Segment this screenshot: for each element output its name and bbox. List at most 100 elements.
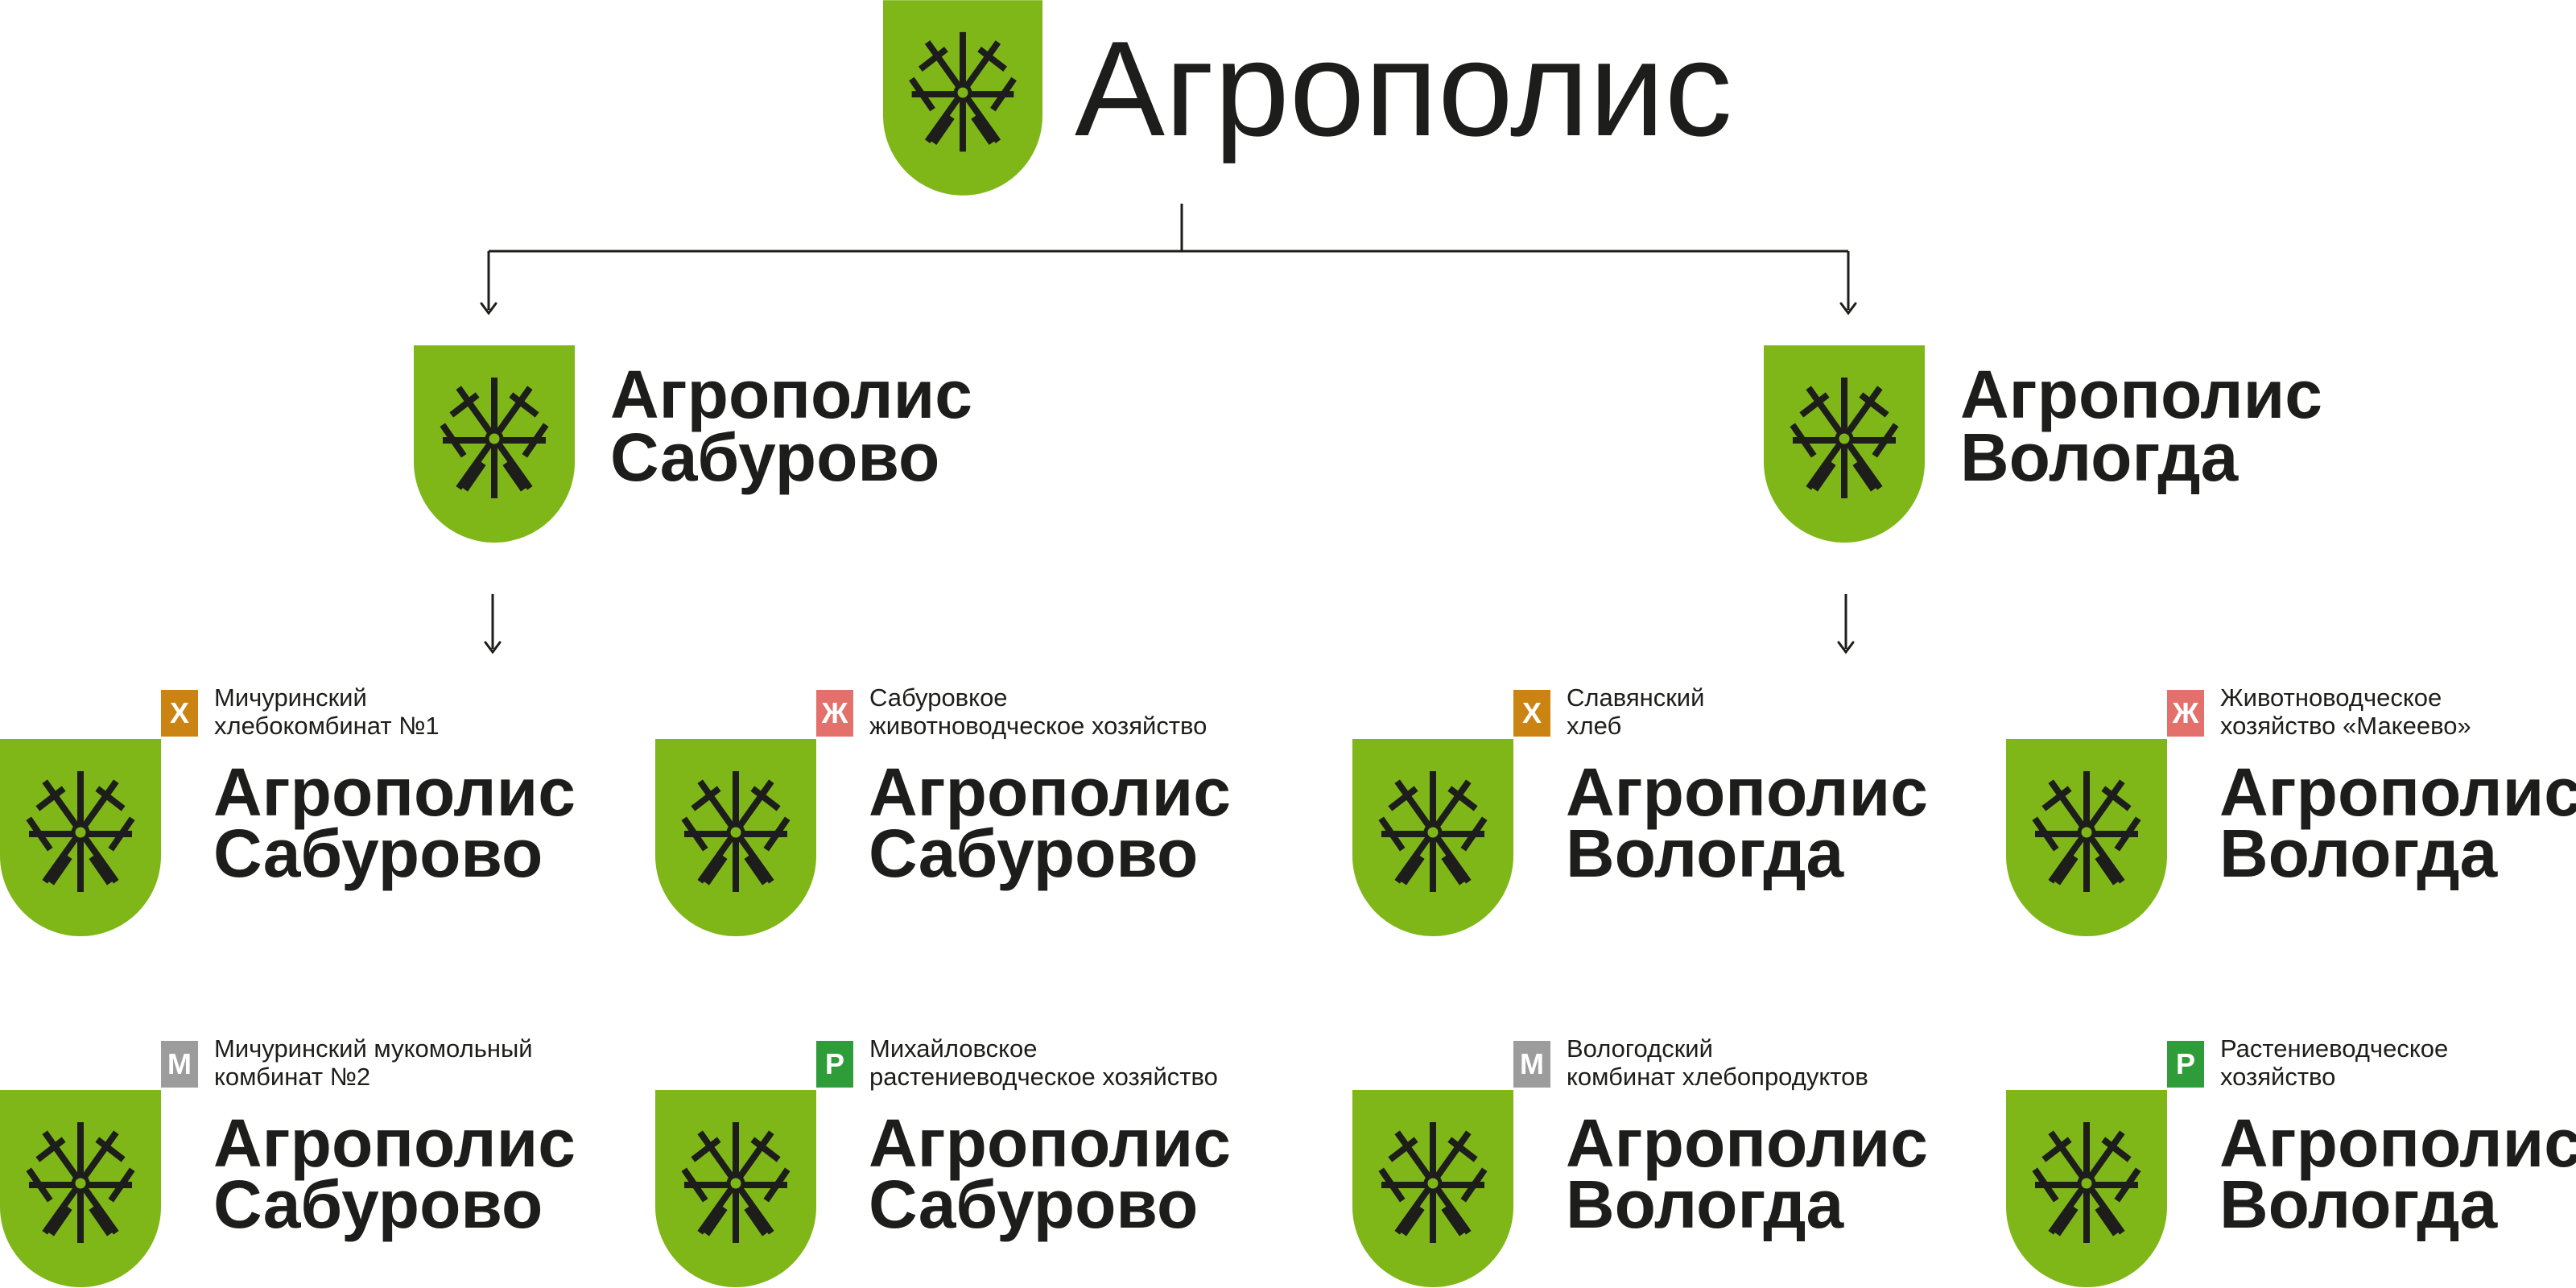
caption-line: хозяйство — [2220, 1063, 2336, 1091]
shield-emblem-icon — [1352, 1090, 1513, 1287]
shield-emblem-icon — [0, 739, 161, 936]
unit-brand-line1: Агрополис — [869, 754, 1231, 830]
region-brand-line2: Вологда — [1960, 419, 2239, 495]
unit-brand-line1: Агрополис — [869, 1105, 1231, 1181]
caption-line: Вологодский — [1567, 1034, 1713, 1063]
category-badge: Ж — [816, 690, 853, 737]
arrowhead-saburovo — [480, 302, 497, 316]
category-badge: М — [1513, 1041, 1550, 1088]
category-badge: Ж — [2167, 690, 2204, 737]
unit-brand-line2: Вологда — [2219, 1166, 2498, 1242]
caption-line: Сабуровкое — [869, 683, 1008, 712]
category-badge: М — [161, 1041, 198, 1088]
unit-brand-line1: Агрополис — [213, 1105, 576, 1181]
unit-brand-line1: Агрополис — [1566, 1105, 1928, 1181]
shield-emblem-icon — [1764, 345, 1925, 543]
shield-emblem-icon — [414, 345, 575, 543]
caption-line: комбинат №2 — [214, 1063, 371, 1091]
shield-emblem-icon — [2006, 1090, 2167, 1287]
arrowhead-vologda-units — [1837, 641, 1855, 654]
unit-brand-line2: Сабурово — [213, 1166, 543, 1242]
root-brand-name: Агрополис — [1075, 13, 1732, 164]
unit-brand-line1: Агрополис — [1566, 754, 1928, 830]
caption-line: животноводческое хозяйство — [869, 712, 1208, 740]
caption-line: Мичуринский мукомольный — [214, 1034, 533, 1063]
caption-line: Мичуринский — [214, 683, 367, 712]
arrowhead-saburovo-units — [484, 641, 502, 654]
category-badge: Р — [816, 1041, 853, 1088]
unit-brand-line2: Сабурово — [869, 815, 1199, 891]
shield-emblem-icon — [1352, 739, 1513, 936]
region-brand-line2: Сабурово — [610, 419, 940, 495]
caption-line: хлеб — [1567, 712, 1622, 740]
unit-brand-line1: Агрополис — [213, 754, 576, 830]
unit-brand-line1: Агрополис — [2219, 754, 2576, 830]
unit-brand-line2: Сабурово — [213, 815, 543, 891]
caption-line: Михайловское — [869, 1034, 1038, 1063]
shield-emblem-icon — [883, 0, 1042, 196]
unit-brand-line2: Сабурово — [869, 1166, 1199, 1242]
category-badge: Х — [1513, 690, 1550, 737]
category-badge: Р — [2167, 1041, 2204, 1088]
shield-emblem-icon — [655, 1090, 816, 1287]
caption-line: хлебокомбинат №1 — [214, 712, 440, 740]
category-badge: Х — [161, 690, 198, 737]
caption-line: Животноводческое — [2220, 683, 2442, 712]
root-logo: Агрополис — [883, 0, 1785, 197]
unit-brand-line2: Вологда — [1566, 1166, 1844, 1242]
arrowhead-vologda — [1839, 302, 1857, 316]
region-brand-line1: Агрополис — [610, 357, 972, 432]
crossed-ploughs-emblem-icon — [681, 771, 791, 892]
shield-emblem-icon — [2006, 739, 2167, 936]
unit-brand-line2: Вологда — [2219, 815, 2498, 891]
caption-line: хозяйство «Макеево» — [2220, 712, 2471, 740]
caption-line: Славянский — [1567, 683, 1705, 712]
caption-line: растениеводческое хозяйство — [869, 1063, 1218, 1091]
caption-line: комбинат хлебопродуктов — [1567, 1063, 1868, 1091]
shield-emblem-icon — [0, 1090, 161, 1287]
shield-emblem-icon — [655, 739, 816, 936]
unit-brand-line2: Вологда — [1566, 815, 1844, 891]
unit-brand-line1: Агрополис — [2219, 1105, 2576, 1181]
region-brand-line1: Агрополис — [1960, 357, 2322, 432]
caption-line: Растениеводческое — [2220, 1034, 2449, 1063]
